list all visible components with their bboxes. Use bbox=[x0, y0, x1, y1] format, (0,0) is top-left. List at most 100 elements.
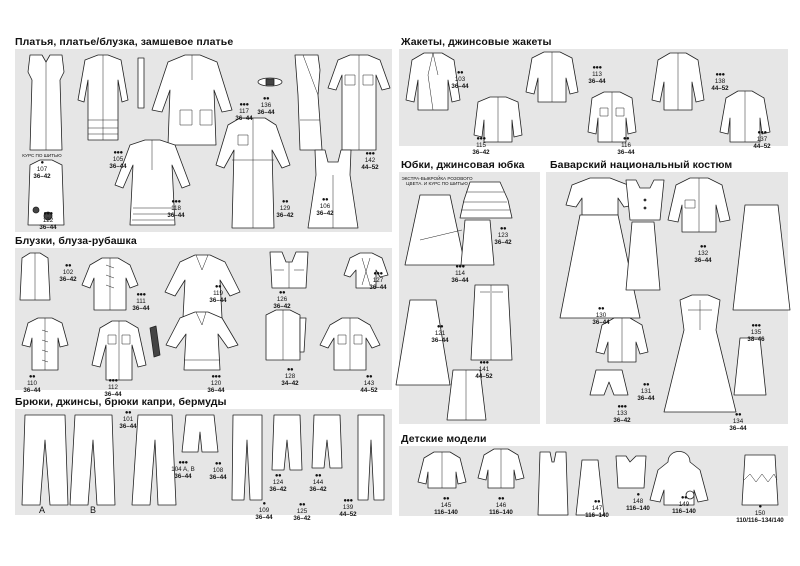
model-num: 101 bbox=[122, 416, 134, 423]
model-size: 38–46 bbox=[747, 336, 765, 343]
model-size: 36–44 bbox=[39, 224, 57, 231]
model-dots: ●● bbox=[124, 410, 132, 416]
model-size: 116–140 bbox=[434, 509, 458, 516]
sketch-kids-skirt bbox=[741, 454, 779, 506]
model-dots: ●●● bbox=[476, 136, 486, 142]
model-size: 36–44 bbox=[257, 109, 275, 116]
model-size: 36–42 bbox=[316, 210, 334, 217]
sketch-straight-trousers bbox=[357, 414, 385, 501]
model-dots: ●●● bbox=[108, 378, 118, 384]
model-num: 142 bbox=[364, 157, 376, 164]
model-num: 143 bbox=[363, 380, 375, 387]
sketch-long-denim-skirt bbox=[446, 369, 487, 421]
model-num: 148 bbox=[632, 498, 644, 505]
sketch-sleeveless-blouse bbox=[19, 252, 51, 301]
model-size: 36–44 bbox=[119, 423, 137, 430]
model-dots: ●● bbox=[298, 502, 306, 508]
model-num: 113 bbox=[592, 71, 602, 78]
model-dots: ●● bbox=[499, 226, 507, 232]
sketch-sleeveless-shirt bbox=[265, 309, 307, 361]
sketch-short-sleeve-shirt bbox=[319, 317, 381, 371]
model-num: 110 bbox=[27, 380, 37, 387]
model-num: 131 bbox=[640, 388, 652, 395]
model-size: 36–42 bbox=[494, 239, 512, 246]
sketch-embroidered-dress bbox=[114, 139, 191, 226]
sketch-wide-trousers-a bbox=[21, 414, 69, 506]
sketch-kids-denim-jacket bbox=[417, 451, 467, 489]
section-title-skirts: Юбки, джинсовая юбка bbox=[401, 159, 525, 171]
model-size: 44–52 bbox=[361, 164, 379, 171]
sketch-blazer bbox=[405, 52, 461, 111]
sketch-dirndl-blouse bbox=[565, 177, 635, 216]
sketch-breeches bbox=[589, 369, 629, 396]
section-title-trousers: Брюки, джинсы, брюки капри, бермуды bbox=[15, 396, 227, 408]
sketch-shirt-dress bbox=[77, 54, 129, 141]
model-dots: ●● bbox=[64, 263, 72, 269]
model-num: 133 bbox=[616, 410, 628, 417]
sketch-accessory bbox=[149, 325, 161, 358]
model-size: 36–42 bbox=[613, 417, 631, 424]
sketch-short-jacket bbox=[473, 96, 523, 143]
model-dots: ●●● bbox=[592, 65, 602, 71]
model-size: 36–44 bbox=[255, 514, 273, 521]
model-dots: ●● bbox=[622, 136, 630, 142]
sketch-tiered-skirt bbox=[459, 181, 513, 219]
model-num: 108 bbox=[212, 467, 224, 474]
model-size: 36–44 bbox=[451, 277, 469, 284]
model-size: 36–42 bbox=[33, 173, 51, 180]
model-dots: ●● bbox=[597, 306, 605, 312]
sketch-trachten-jacket bbox=[667, 177, 731, 233]
model-dots: ●● bbox=[321, 197, 329, 203]
sketch-slim-trousers bbox=[231, 414, 263, 501]
sketch-ruffle-shirt bbox=[21, 317, 69, 371]
model-size: 44–52 bbox=[753, 143, 771, 150]
model-dots: ●● bbox=[642, 382, 650, 388]
model-num: 103 bbox=[454, 76, 466, 83]
sketch-wide-leg-trousers bbox=[131, 414, 177, 506]
model-size: 36–44 bbox=[167, 212, 185, 219]
model-dots: ●● bbox=[456, 70, 464, 76]
sketch-kids-hooded-jacket bbox=[649, 451, 709, 506]
model-dots: ●●● bbox=[211, 374, 221, 380]
sketch-shorts bbox=[181, 414, 219, 453]
model-dots: ●●● bbox=[178, 460, 188, 466]
section-title-blouses: Блузки, блуза-рубашка bbox=[15, 235, 137, 247]
model-num: 129 bbox=[279, 205, 291, 212]
model-size: 36–42 bbox=[293, 515, 311, 522]
model-dots: ●●● bbox=[479, 360, 489, 366]
sketch-capri-trousers bbox=[271, 414, 303, 471]
sketch-long-a-line-skirt bbox=[395, 299, 451, 386]
model-num: 134 bbox=[732, 418, 744, 425]
model-num: 120 bbox=[210, 380, 222, 387]
model-num: 116 bbox=[621, 142, 631, 149]
sketch-flared-skirt bbox=[404, 194, 466, 266]
model-size: 36–42 bbox=[472, 149, 490, 156]
model-num: 119 bbox=[213, 290, 223, 297]
model-dots: ●●● bbox=[239, 102, 249, 108]
model-size: 44–52 bbox=[711, 85, 729, 92]
model-dots: ●● bbox=[281, 199, 289, 205]
model-num: 127 bbox=[372, 277, 384, 284]
